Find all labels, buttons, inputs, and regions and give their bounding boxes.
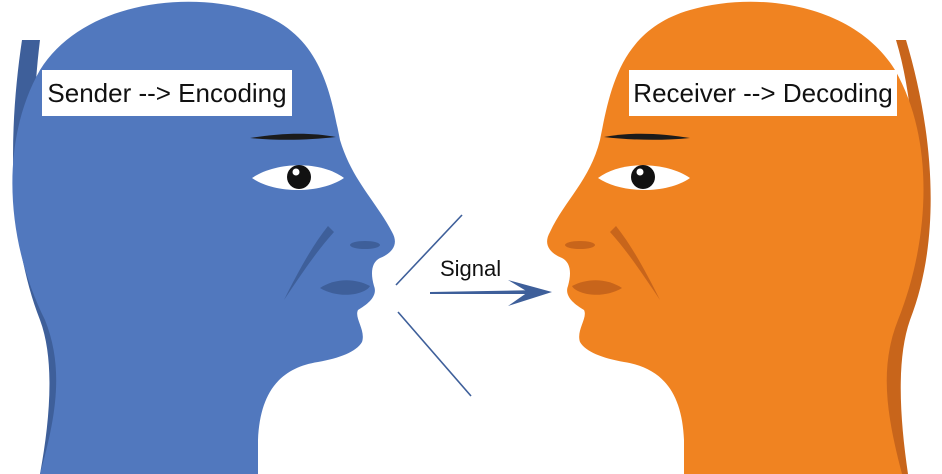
signal-label: Signal [440,256,502,281]
receiver-label: Receiver --> Decoding [629,70,897,116]
sender-nostril [350,241,380,249]
sender-lips [320,280,370,295]
receiver-lips [572,280,622,295]
receiver-head [547,1,931,474]
receiver-head-shape [547,1,924,474]
sender-pupil [287,165,311,189]
sender-head [12,1,395,474]
signal-arrow-head [508,280,552,306]
receiver-pupil [631,165,655,189]
receiver-eyebrow [604,133,690,140]
sender-label: Sender --> Encoding [42,70,292,116]
signal-arrow [430,280,552,306]
sender-pupil-glint [292,168,300,176]
signal-arrow-shaft [430,290,540,294]
receiver-pupil-glint [636,168,644,176]
receiver-nostril [565,241,595,249]
signal-line-upper [395,214,463,286]
sender-cheek-line [284,226,334,300]
signal-line-lower [397,311,472,397]
signal-lines [395,214,472,397]
receiver-cheek-line [610,226,660,300]
sender-eyebrow [250,133,336,140]
sender-head-shape [12,1,395,474]
